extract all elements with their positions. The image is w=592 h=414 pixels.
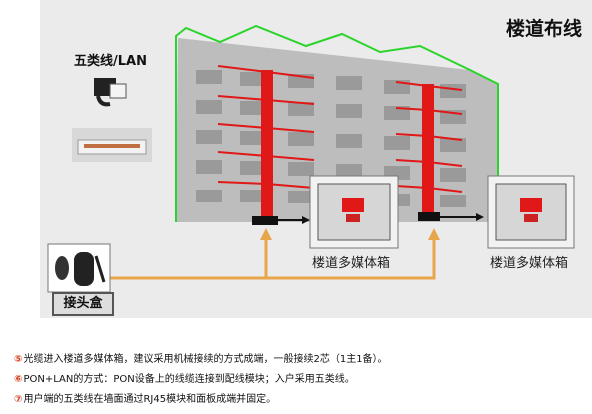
note-item: ⑥PON+LAN的方式：PON设备上的线缆连接到配线模块；入户采用五类线。 [14,370,388,390]
patch-module-icon [72,128,152,162]
diagram-title: 楼道布线 [505,18,582,40]
riser-left [217,65,315,220]
multimedia-box-label-2: 楼道多媒体箱 [490,256,569,271]
note-text: 光缆进入楼道多媒体箱，建议采用机械接续的方式成端，一般接续2芯（1主1备）。 [23,354,388,365]
feeder-block-right [418,212,440,221]
joint-box-label: 接头盒 [52,292,114,316]
multimedia-box-label-1: 楼道多媒体箱 [312,256,391,271]
diagram: 楼道布线 五类线/LAN 楼道多媒体箱 楼道多媒体箱 接头盒 [40,0,592,318]
note-item: ⑦用户端的五类线在墙面通过RJ45模块和面板成端并固定。 [14,390,388,410]
note-text: PON+LAN的方式：PON设备上的线缆连接到配线模块；入户采用五类线。 [23,374,355,385]
multimedia-box-image-1 [309,175,399,249]
note-number: ⑥ [14,374,23,385]
note-number: ⑤ [14,354,23,365]
fiber-arrow-left [260,228,272,240]
note-item: ⑤光缆进入楼道多媒体箱，建议采用机械接续的方式成端，一般接续2芯（1主1备）。 [14,350,388,370]
notes-list: ⑤光缆进入楼道多媒体箱，建议采用机械接续的方式成端，一般接续2芯（1主1备）。 … [14,350,388,410]
feeder-block-left [252,216,278,225]
fiber-arrow-right [428,228,440,240]
riser-right [395,81,463,220]
building-windows [196,70,466,207]
lan-label: 五类线/LAN [74,54,147,69]
building-outline [175,24,499,222]
joint-box-icon [47,243,111,293]
note-text: 用户端的五类线在墙面通过RJ45模块和面板成端并固定。 [23,394,277,405]
note-number: ⑦ [14,394,23,405]
lan-connector-icon [94,78,127,107]
diagram-graphics [47,24,575,293]
fiber-path [108,236,436,280]
multimedia-box-image-2 [487,175,575,249]
